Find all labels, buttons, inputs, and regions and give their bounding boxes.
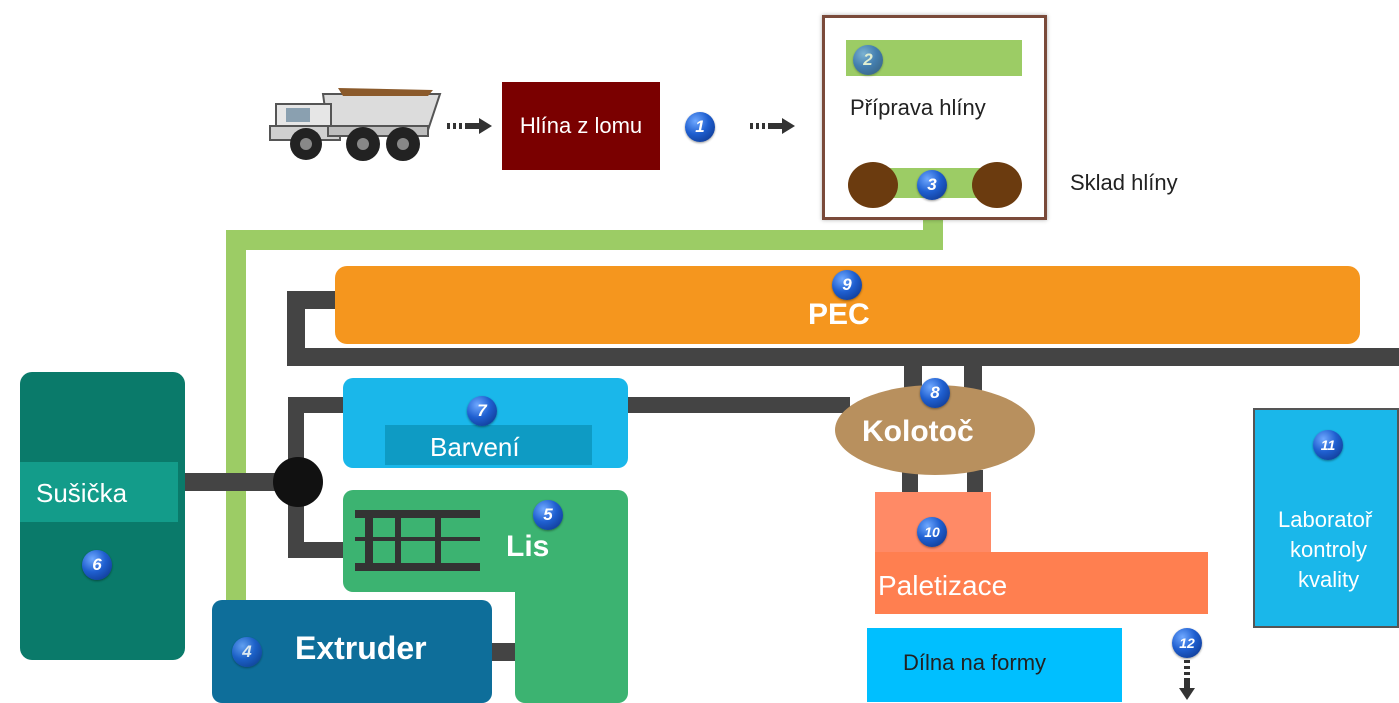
step-badge-10: 10: [917, 517, 947, 547]
clay-pile-icon: [972, 162, 1022, 208]
step-badge-9: 9: [832, 270, 862, 300]
arrow-right-icon: [447, 118, 492, 134]
extruder-label: Extruder: [295, 630, 427, 666]
press-frame-icon: [355, 510, 480, 571]
clay-preparation-label: Příprava hlíny: [850, 95, 986, 120]
mold-workshop-box[interactable]: [867, 628, 1122, 702]
dryer-label: Sušička: [36, 478, 128, 508]
step-badge-12: 12: [1172, 628, 1202, 658]
quality-lab-label-line1: Laboratoř: [1278, 507, 1373, 532]
mold-workshop-label: Dílna na formy: [903, 650, 1047, 675]
step-badge-5: 5: [533, 500, 563, 530]
clay-quarry-label: Hlína z lomu: [519, 113, 643, 138]
junction-node: [273, 457, 323, 507]
step-badge-6: 6: [82, 550, 112, 580]
step-badge-7: 7: [467, 396, 497, 426]
clay-storage-label: Sklad hlíny: [1070, 170, 1178, 195]
clay-pile-icon: [848, 162, 898, 208]
step-badge-11: 11: [1313, 430, 1343, 460]
step-badge-2: 2: [853, 45, 883, 75]
coloring-label-band: [385, 425, 592, 465]
coloring-label: Barvení: [430, 432, 520, 462]
kiln-loop-conveyor: [287, 291, 1399, 366]
dump-truck-icon: [269, 88, 442, 161]
step-badge-1: 1: [685, 112, 715, 142]
step-badge-8: 8: [920, 378, 950, 408]
clay-quarry-box[interactable]: Hlína z lomu: [502, 82, 660, 170]
arrow-right-icon: [750, 118, 795, 134]
step-badge-3: 3: [917, 170, 947, 200]
kiln-label: PEC: [808, 298, 870, 331]
palletizing-label: Paletizace: [878, 570, 1008, 601]
step-badge-4: 4: [232, 637, 262, 667]
palletizing-box[interactable]: [875, 552, 1208, 614]
carousel-label: Kolotoč: [862, 415, 974, 448]
quality-lab-label-line2: kontroly: [1290, 537, 1368, 562]
quality-lab-label-line3: kvality: [1298, 567, 1360, 592]
press-column: [515, 560, 628, 703]
dryer-label-band: [20, 462, 178, 522]
press-label: Lis: [506, 530, 550, 563]
arrow-down-icon: [1179, 660, 1195, 700]
